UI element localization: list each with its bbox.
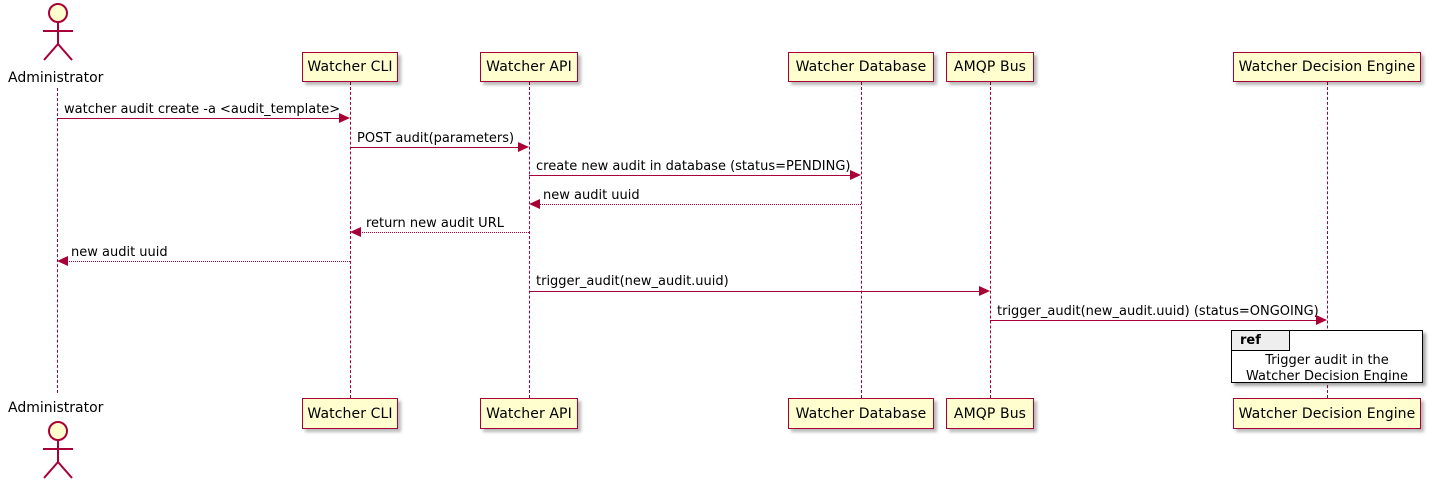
lifeline-amqp-bus [990,82,991,398]
actor-label-administrator-top: Administrator [8,70,104,86]
message-arrowhead-m5 [350,227,361,237]
message-arrowhead-m6 [57,256,68,266]
message-label-m8: trigger_audit(new_audit.uuid) (status=ON… [997,304,1319,319]
participant-label: Watcher CLI [307,59,393,75]
message-line-m1 [57,118,341,119]
participant-label: AMQP Bus [953,59,1027,75]
message-arrowhead-m3 [850,170,861,180]
participant-label: Watcher CLI [307,405,393,422]
message-label-m1: watcher audit create -a <audit_template> [64,102,341,117]
participant-label: Watcher Decision Engine [1238,405,1416,422]
participant-label: Watcher Database [795,405,927,422]
message-line-m8 [990,320,1317,321]
ref-fragment-line-1: Trigger audit in the [1265,353,1389,368]
ref-fragment-tab-label: ref [1240,333,1261,348]
message-label-m7: trigger_audit(new_audit.uuid) [536,274,729,289]
lifeline-watcher-decision-engine [1327,82,1328,398]
message-label-m3: create new audit in database (status=PEN… [536,159,851,174]
lifeline-watcher-database [861,82,862,398]
participant-label: Watcher Database [795,59,927,75]
message-line-m3 [529,175,852,176]
actor-administrator-top [43,3,73,61]
lifeline-watcher-api [529,82,530,398]
message-line-m7 [529,291,981,292]
participant-watcher-decision-engine-bottom[interactable]: Watcher Decision Engine [1233,398,1421,429]
participant-watcher-cli-bottom[interactable]: Watcher CLI [302,398,398,429]
message-label-m4: new audit uuid [543,188,640,203]
message-arrowhead-m1 [339,113,350,123]
participant-amqp-bus-bottom[interactable]: AMQP Bus [946,398,1034,429]
message-label-m2: POST audit(parameters) [357,131,515,146]
participant-label: Watcher Decision Engine [1238,59,1416,75]
message-arrowhead-m2 [518,142,529,152]
message-label-m6: new audit uuid [71,245,168,260]
participant-watcher-database-top[interactable]: Watcher Database [788,52,934,82]
ref-fragment-line-2: Watcher Decision Engine [1246,369,1408,384]
participant-watcher-api-bottom[interactable]: Watcher API [480,398,578,429]
message-line-m4 [538,204,861,205]
message-label-m5: return new audit URL [366,216,504,231]
ref-fragment: ref Trigger audit in the Watcher Decisio… [1231,330,1423,385]
ref-fragment-body: Trigger audit in the Watcher Decision En… [1232,353,1422,385]
message-line-m6 [66,261,350,262]
actor-label-administrator-bottom: Administrator [8,400,104,416]
message-arrowhead-m8 [1316,315,1327,325]
message-line-m5 [359,232,529,233]
ref-fragment-tab [1232,331,1290,351]
lifeline-administrator [57,88,58,393]
actor-administrator-bottom [43,421,73,479]
participant-watcher-api-top[interactable]: Watcher API [480,52,578,82]
message-arrowhead-m7 [979,286,990,296]
message-arrowhead-m4 [529,199,540,209]
participant-watcher-decision-engine-top[interactable]: Watcher Decision Engine [1233,52,1421,82]
participant-watcher-database-bottom[interactable]: Watcher Database [788,398,934,429]
participant-label: AMQP Bus [953,405,1027,422]
lifeline-watcher-cli [350,82,351,398]
message-line-m2 [350,147,520,148]
participant-amqp-bus-top[interactable]: AMQP Bus [946,52,1034,82]
participant-label: Watcher API [486,405,572,422]
participant-label: Watcher API [486,59,572,75]
participant-watcher-cli-top[interactable]: Watcher CLI [302,52,398,82]
